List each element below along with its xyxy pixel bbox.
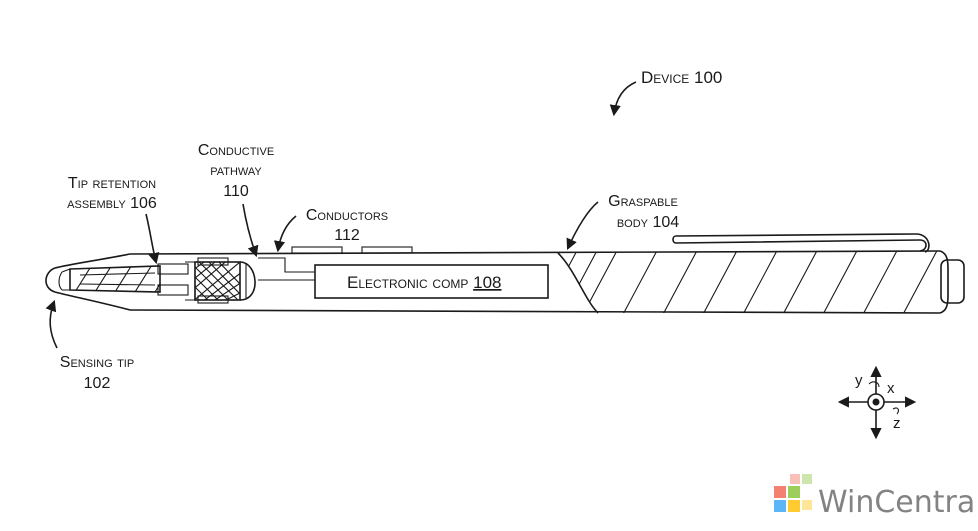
wincentral-logo: WinCentral	[774, 474, 978, 520]
leader-arrows	[45, 81, 637, 349]
conductors-label-2: 112	[334, 227, 360, 244]
svg-text:Electronic comp 108: Electronic comp 108	[347, 273, 502, 292]
conductors	[291, 246, 413, 254]
conductive-pathway-label-1: Conductive	[198, 142, 274, 159]
pen-body	[45, 233, 965, 314]
tip-retention-label-2: assembly 106	[67, 195, 157, 212]
logo-tile-blue	[774, 500, 786, 512]
logo-tile-yellow	[788, 500, 800, 512]
graspable-body-label-2: body 104	[617, 214, 679, 231]
logo-tile-red	[774, 486, 786, 498]
graspable-body-label-1: Graspable	[608, 193, 678, 210]
tip-retention-assembly	[61, 257, 256, 304]
axis-y-label: y	[855, 372, 863, 389]
axis-z-label: z	[893, 415, 901, 432]
axes-indicator: y x z	[837, 365, 917, 440]
electronic-comp-label: Electronic comp	[347, 273, 473, 292]
watermark-text: WinCentral	[818, 485, 978, 520]
conductors-label-1: Conductors	[306, 207, 388, 224]
logo-tile-green	[788, 486, 800, 498]
conductive-pathway-label-3: 110	[223, 183, 249, 200]
device-label: Device 100	[641, 68, 722, 87]
tip-retention-label-1: Tip retention	[68, 175, 156, 192]
sensing-tip-label-1: Sensing tip	[60, 354, 134, 371]
labels: Device 100 Conductive pathway 110 Tip re…	[60, 68, 723, 392]
electronic-comp-number: 108	[473, 273, 501, 292]
electronic-component: Electronic comp 108	[314, 264, 549, 299]
axis-x-label: x	[887, 380, 895, 397]
sensing-tip-label-2: 102	[84, 375, 111, 392]
conductive-pathway	[258, 257, 315, 281]
conductive-pathway-label-2: pathway	[210, 162, 262, 179]
